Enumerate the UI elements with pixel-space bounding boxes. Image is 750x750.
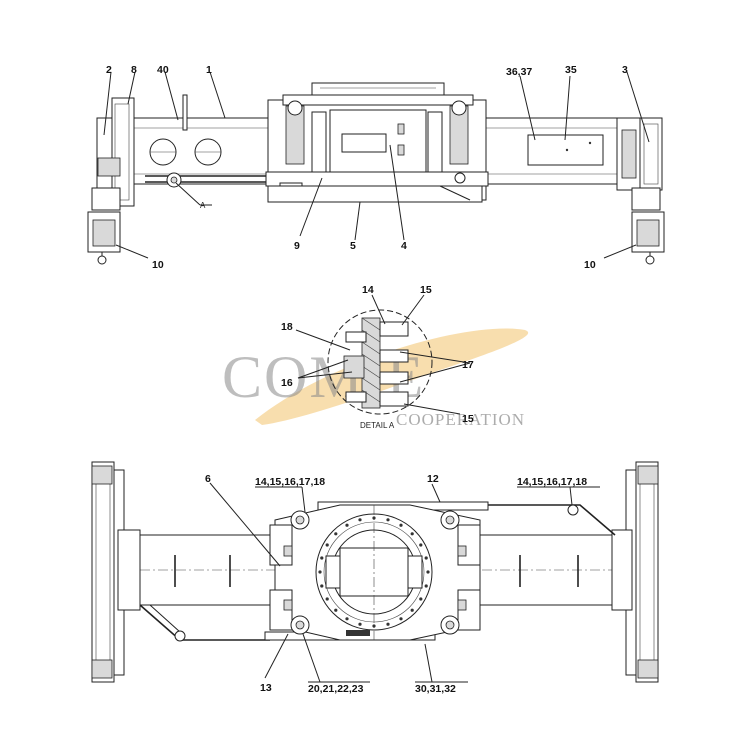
bolt-hole (419, 543, 423, 547)
bolt-hole (325, 597, 329, 601)
bolt-hole (334, 608, 338, 612)
bolt-hole (419, 597, 423, 601)
bolt-hole (386, 622, 390, 626)
callout-1: 1 (206, 64, 212, 76)
bolt-hole (372, 624, 376, 628)
bolt-hole (399, 617, 403, 621)
bottom-view: 6 14,15,16,17,18 12 14,15,16,17,18 13 20… (91, 461, 659, 695)
bolt-hole (424, 584, 428, 588)
bolt-hole (424, 556, 428, 560)
detail-callout-15-top: 15 (420, 284, 432, 296)
callout-2: 2 (106, 64, 112, 76)
bottom-callout-6: 6 (205, 473, 211, 485)
detail-circle (327, 309, 433, 415)
callout-3: 3 (622, 64, 628, 76)
bottom-callout-14-left: 14,15,16,17,18 (255, 476, 325, 488)
watermark-sub: COOPERATION (396, 410, 525, 429)
bolt-hole (426, 570, 430, 574)
bolt-hole (358, 518, 362, 522)
bottom-callout-13: 13 (260, 682, 272, 694)
bolt-hole (318, 570, 322, 574)
slewing-ring-bolts (318, 516, 430, 628)
callout-10-right: 10 (584, 259, 596, 271)
bolt-hole (399, 523, 403, 527)
top-view: 2 8 40 1 36,37 35 3 A 9 5 4 10 10 (87, 64, 665, 271)
bolt-hole (334, 532, 338, 536)
bottom-left-end-frame (91, 461, 115, 683)
bolt-hole (358, 622, 362, 626)
bolt-hole (325, 543, 329, 547)
callout-8: 8 (131, 64, 137, 76)
callout-9: 9 (294, 240, 300, 252)
bolt-hole (410, 532, 414, 536)
bolt-hole (320, 556, 324, 560)
detail-callout-16: 16 (281, 377, 293, 389)
callout-36-37: 36,37 (506, 66, 532, 78)
bolt-hole (345, 617, 349, 621)
bottom-callout-30-32: 30,31,32 (415, 683, 456, 695)
bottom-callout-20-23: 20,21,22,23 (308, 683, 364, 695)
bottom-callout-14-right: 14,15,16,17,18 (517, 476, 587, 488)
detail-callout-18: 18 (281, 321, 293, 333)
bottom-callout-12: 12 (427, 473, 439, 485)
detail-callout-14: 14 (362, 284, 374, 296)
bolt-hole (410, 608, 414, 612)
detail-title: DETAIL A (360, 421, 395, 430)
detail-callout-15-bottom: 15 (462, 413, 474, 425)
detail-a: 14 15 18 16 17 15 DETAIL A (281, 284, 474, 430)
callout-10-left: 10 (152, 259, 164, 271)
callout-4: 4 (401, 240, 407, 252)
bottom-right-end-frame (635, 461, 659, 683)
bolt-hole (386, 518, 390, 522)
callout-5: 5 (350, 240, 356, 252)
bolt-hole (372, 516, 376, 520)
callout-A: A (200, 201, 206, 210)
center-slot (341, 133, 387, 153)
detail-callout-17: 17 (462, 359, 474, 371)
callout-35: 35 (565, 64, 577, 76)
callout-40: 40 (157, 64, 169, 76)
bolt-hole (345, 523, 349, 527)
bolt-hole (320, 584, 324, 588)
